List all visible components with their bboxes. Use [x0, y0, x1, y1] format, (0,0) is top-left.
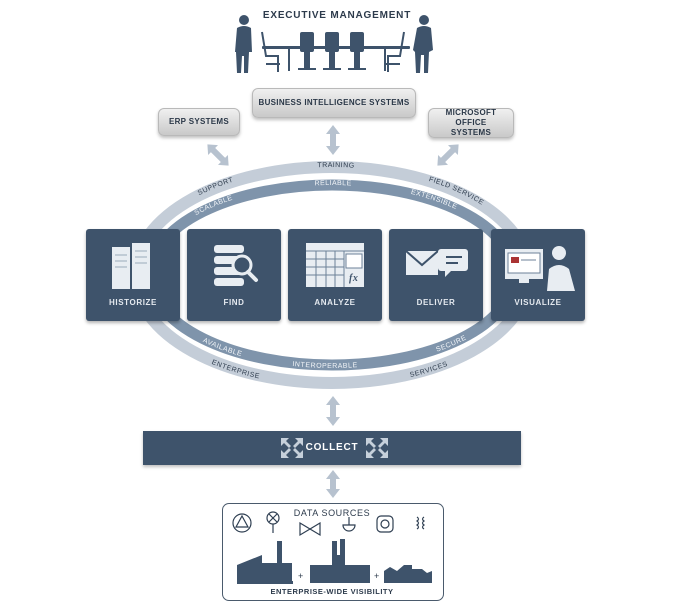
svg-text:RELIABLE: RELIABLE: [314, 180, 352, 188]
double-arrow-collect: [326, 396, 340, 426]
executive-meeting-illustration: [235, 15, 433, 73]
ring-text-training: TRAINING: [317, 162, 354, 170]
gate-valve-icon: [299, 521, 321, 537]
tile-find[interactable]: FIND: [187, 229, 281, 321]
double-arrow-data-sources: [326, 470, 340, 498]
executive-management-title: EXECUTIVE MANAGEMENT: [262, 10, 412, 21]
bi-systems-box[interactable]: BUSINESS INTELLIGENCE SYSTEMS: [252, 88, 416, 118]
tile-label-deliver: DELIVER: [416, 298, 456, 307]
plus-sign-left: +: [298, 571, 304, 581]
ring-text-interoperable: INTEROPERABLE: [292, 361, 357, 370]
factory-icon-center: [310, 539, 370, 583]
valve-indicator-icon: [266, 511, 280, 533]
server-icon: [112, 243, 150, 289]
tile-label-historize: HISTORIZE: [109, 298, 157, 307]
data-sources-title: DATA SOURCES: [293, 508, 371, 518]
spreadsheet-icon: fx: [306, 243, 364, 287]
office-systems-box[interactable]: MICROSOFT OFFICE SYSTEMS: [428, 108, 514, 138]
double-arrow-office: [437, 144, 459, 166]
tile-analyze[interactable]: fx ANALYZE: [288, 229, 382, 321]
bi-systems-label: BUSINESS INTELLIGENCE SYSTEMS: [258, 98, 410, 107]
tile-historize[interactable]: HISTORIZE: [86, 229, 180, 321]
data-sources-graphics: [232, 511, 432, 584]
inward-arrows-icon-left: [281, 438, 303, 458]
enterprise-visibility-label: ENTERPRISE-WIDE VISIBILITY: [270, 587, 394, 596]
user-at-screen-icon: [505, 246, 575, 291]
transformer-icon: [415, 516, 426, 530]
svg-text:TRAINING: TRAINING: [317, 162, 354, 170]
tile-label-find: FIND: [223, 298, 245, 307]
office-systems-label: MICROSOFT OFFICE SYSTEMS: [445, 108, 497, 137]
factory-icon-left: [237, 541, 293, 584]
ring-text-reliable: RELIABLE: [314, 180, 351, 188]
instrument-icon: [376, 515, 394, 533]
tile-visualize[interactable]: VISUALIZE: [491, 229, 585, 321]
inward-arrows-icon-right: [366, 438, 388, 458]
collect-bar[interactable]: COLLECT: [143, 431, 521, 465]
erp-systems-box[interactable]: ERP SYSTEMS: [158, 108, 240, 136]
double-arrow-bi: [326, 125, 340, 155]
factory-icon-right: [384, 565, 432, 583]
collect-label: COLLECT: [305, 442, 359, 453]
tile-label-analyze: ANALYZE: [314, 298, 356, 307]
erp-systems-label: ERP SYSTEMS: [168, 117, 230, 126]
tank-icon: [342, 517, 356, 532]
tile-label-visualize: VISUALIZE: [514, 298, 562, 307]
double-arrow-erp: [207, 144, 229, 166]
tile-deliver[interactable]: DELIVER: [389, 229, 483, 321]
mail-chat-icon: [405, 249, 468, 277]
svg-text:INTEROPERABLE: INTEROPERABLE: [292, 361, 358, 370]
plus-sign-right: +: [374, 571, 380, 581]
pump-symbol-icon: [232, 513, 252, 533]
search-database-icon: [214, 245, 258, 286]
svg-text:fx: fx: [349, 273, 359, 284]
